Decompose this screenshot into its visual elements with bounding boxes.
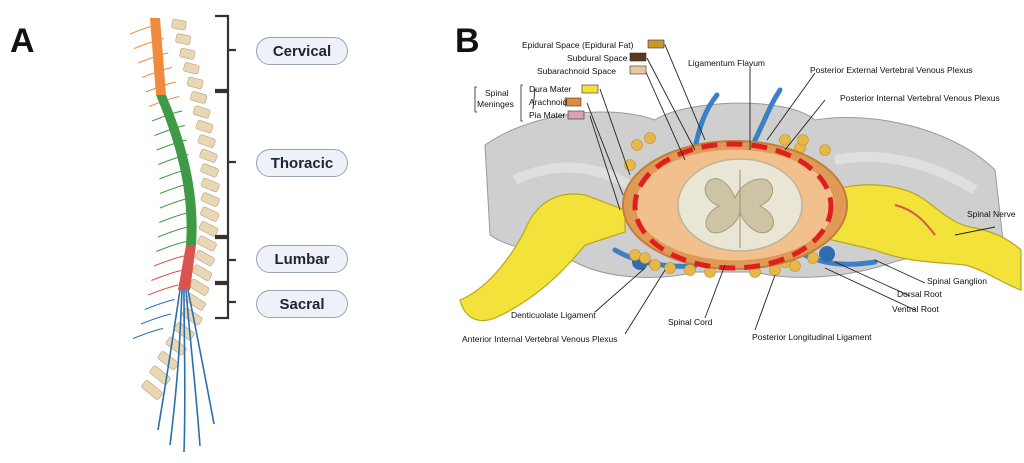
fat-globule [798, 135, 809, 146]
label-ligamentum-flavum: Ligamentum Flavum [688, 58, 765, 68]
vertebra [141, 380, 163, 401]
vertebra [198, 221, 218, 237]
vertebra [195, 120, 213, 134]
vertebra [187, 77, 204, 90]
nerve-root [133, 329, 163, 339]
nerve-root [148, 285, 178, 295]
region-label-cervical: Cervical [256, 37, 348, 65]
fat-globule [665, 263, 676, 274]
vertebra [194, 250, 215, 267]
arachnoid-swatch [565, 98, 581, 106]
vertebra [197, 134, 215, 148]
vertebra [200, 163, 219, 178]
label-dorsal-root: Dorsal Root [897, 289, 943, 299]
subarachnoid-swatch [630, 66, 646, 74]
label-spinal-meninges-1: Spinal [485, 88, 509, 98]
fat-globule [630, 250, 641, 261]
vertebra [197, 235, 218, 252]
vertebra [200, 177, 219, 192]
label-dura-mater: Dura Mater [529, 84, 572, 94]
label-posterior-external-plexus: Posterior External Vertebral Venous Plex… [810, 65, 973, 75]
epidural-swatch [648, 40, 664, 48]
label-pia-mater: Pia Mater [529, 110, 566, 120]
label-subdural-space: Subdural Space [567, 53, 628, 63]
fat-globule [790, 261, 801, 272]
nerve-root [151, 271, 181, 281]
region-brackets [215, 16, 236, 318]
label-subarachnoid-space: Subarachnoid Space [537, 66, 616, 76]
label-spinal-cord: Spinal Cord [668, 317, 713, 327]
vertebra [189, 278, 210, 296]
vertebra [192, 264, 213, 281]
nerve-root [156, 242, 186, 252]
vertebra [175, 33, 191, 45]
vertebra [171, 19, 186, 30]
label-epidural-space: Epidural Space (Epidural Fat) [522, 40, 634, 50]
nerve-root [141, 314, 171, 324]
spinal-cord-cross-section: Epidural Space (Epidural Fat) Subdural S… [455, 0, 1024, 463]
nerve-root [145, 300, 175, 310]
label-ventral-root: Ventral Root [892, 304, 939, 314]
fat-globule [640, 253, 651, 264]
vertebra [200, 192, 220, 207]
label-spinal-nerve: Spinal Nerve [967, 209, 1016, 219]
region-label-sacral: Sacral [256, 290, 348, 318]
vertebra [190, 91, 207, 104]
fat-globule [685, 265, 696, 276]
fat-globule [820, 145, 831, 156]
label-denticulate-ligament: Denticuolate Ligament [511, 310, 596, 320]
region-label-lumbar: Lumbar [256, 245, 348, 273]
nerve-root [159, 213, 189, 223]
fat-globule [808, 253, 819, 264]
vertebra [179, 48, 195, 60]
nerve-root [158, 227, 188, 237]
region-label-thoracic: Thoracic [256, 149, 348, 177]
vertebrae [141, 19, 220, 400]
label-arachnoid: Arachnoid [529, 97, 568, 107]
label-spinal-ganglion: Spinal Ganglion [927, 276, 987, 286]
vertebra [200, 206, 220, 222]
label-anterior-internal-plexus: Anterior Internal Vertebral Venous Plexu… [462, 334, 617, 344]
subdural-swatch [630, 53, 646, 61]
fat-globule [650, 260, 661, 271]
dura-swatch [582, 85, 598, 93]
pia-swatch [568, 111, 584, 119]
cervical-cord [150, 18, 166, 95]
fat-globule [645, 133, 656, 144]
spine-illustration [0, 0, 460, 463]
vertebra [199, 149, 218, 163]
label-spinal-meninges-2: Meninges [477, 99, 514, 109]
nerve-root [154, 256, 184, 266]
label-posterior-longitudinal-ligament: Posterior Longitudinal Ligament [752, 332, 872, 342]
fat-globule [632, 140, 643, 151]
vertebra [183, 62, 200, 74]
vertebra [193, 105, 211, 118]
fat-globule [780, 135, 791, 146]
label-posterior-internal-plexus: Posterior Internal Vertebral Venous Plex… [840, 93, 1000, 103]
